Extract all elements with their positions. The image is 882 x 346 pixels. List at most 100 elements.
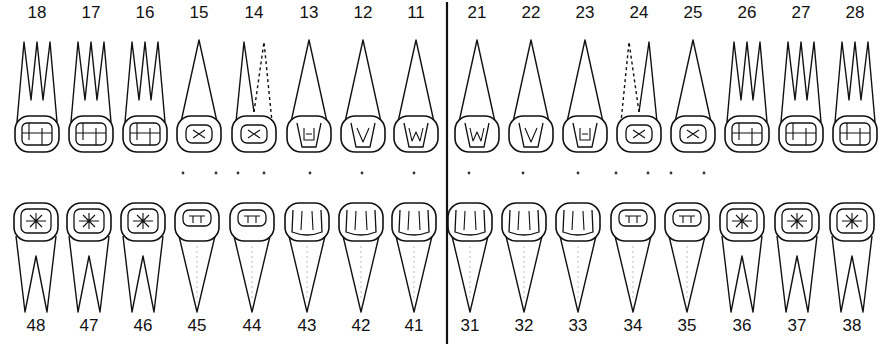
tooth-number: 17 [82, 3, 101, 23]
tooth-line [560, 236, 596, 312]
tooth-number: 26 [738, 3, 757, 23]
lower-tooth [121, 203, 165, 312]
tooth-line [125, 42, 165, 122]
occlusal [732, 123, 762, 145]
lower-tooth [392, 203, 436, 312]
occlusal [727, 209, 757, 233]
dot [309, 172, 312, 175]
occlusal [128, 209, 158, 233]
tooth-number: 48 [27, 316, 46, 336]
occlusal [782, 209, 812, 233]
root-canal [414, 246, 415, 300]
crown [779, 116, 823, 152]
tooth-line [130, 123, 160, 145]
tooth-line [291, 40, 327, 122]
tooth-line [786, 123, 816, 145]
crown [230, 203, 274, 241]
tooth-line [343, 236, 379, 312]
lower-tooth [448, 203, 492, 312]
tooth-number: 14 [245, 3, 264, 23]
crown [123, 116, 167, 152]
tooth-line [297, 123, 321, 147]
tooth-number: 45 [188, 316, 207, 336]
crown [725, 116, 769, 152]
tooth-line [840, 123, 870, 145]
upper-tooth [177, 40, 221, 152]
crown [509, 116, 553, 152]
tooth-number: 43 [298, 316, 317, 336]
upper-tooth [232, 42, 276, 152]
upper-tooth [69, 42, 113, 152]
tooth-line [248, 130, 260, 138]
occlusal [241, 125, 267, 143]
tooth-line [452, 236, 488, 312]
tooth-line [79, 213, 99, 229]
occlusal [74, 209, 104, 233]
tooth-number: 33 [569, 316, 588, 336]
lower-tooth [67, 203, 111, 312]
occlusal [673, 210, 701, 226]
upper-tooth [15, 42, 59, 152]
tooth-line [236, 42, 254, 122]
tooth-line [835, 42, 875, 122]
tooth-line [234, 236, 270, 312]
occlusal [786, 123, 816, 145]
upper-tooth [779, 42, 823, 152]
crown [69, 116, 113, 152]
tooth-number: 31 [461, 316, 480, 336]
occlusal [626, 125, 652, 143]
tooth-line [409, 128, 423, 141]
tooth-line [76, 123, 106, 145]
lower-tooth [175, 203, 219, 312]
tooth-number: 47 [80, 316, 99, 336]
tooth-number: 32 [515, 316, 534, 336]
crown [671, 116, 715, 152]
crown [285, 203, 329, 241]
occlusal [238, 210, 266, 226]
tooth-line [669, 236, 705, 312]
tooth-number: 21 [468, 3, 487, 23]
tooth-line [289, 236, 325, 312]
lower-tooth [665, 203, 709, 312]
tooth-line [518, 211, 530, 230]
crown [339, 203, 383, 241]
root-canal [252, 246, 253, 300]
tooth-line [179, 236, 215, 312]
tooth-line [244, 216, 260, 223]
tooth-line [351, 123, 375, 147]
dot [215, 172, 218, 175]
tooth-line [71, 42, 111, 122]
dot [413, 172, 416, 175]
tooth-number: 38 [843, 316, 862, 336]
upper-tooth [833, 42, 877, 152]
tooth-line [727, 42, 767, 122]
tooth-line [787, 213, 807, 229]
root-canal [361, 246, 362, 300]
crown [392, 203, 436, 241]
occlusal [183, 210, 211, 226]
tooth-line [781, 42, 821, 122]
tooth-number: 42 [352, 316, 371, 336]
occlusal [76, 123, 106, 145]
crown [15, 116, 59, 152]
tooth-line [679, 216, 695, 223]
lower-tooth [611, 203, 655, 312]
upper-tooth [563, 40, 607, 152]
crown [720, 203, 764, 241]
crown [232, 116, 276, 152]
tooth-line [26, 213, 46, 229]
tooth-line [17, 42, 57, 122]
tooth-line [181, 40, 217, 122]
tooth-line [732, 123, 762, 145]
tooth-line [513, 40, 549, 122]
lower-tooth [775, 203, 819, 312]
crown [563, 116, 607, 152]
tooth-line [69, 236, 109, 312]
tooth-line [519, 123, 543, 147]
tooth-line [396, 236, 432, 312]
tooth-number: 46 [134, 316, 153, 336]
tooth-number: 18 [28, 3, 47, 23]
tooth-line [459, 40, 495, 122]
tooth-line [633, 130, 645, 138]
dot [237, 172, 240, 175]
